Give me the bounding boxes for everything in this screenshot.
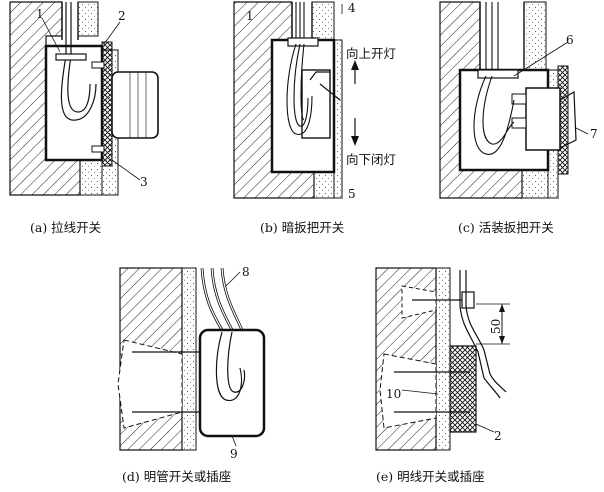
panel-d: 8 9 [117, 265, 266, 461]
panel-c: 6 7 [439, 1, 598, 199]
caption-e: (e) 明线开关或插座 [376, 469, 485, 484]
callout-d-9: 9 [230, 447, 238, 461]
callout-e-10: 10 [386, 387, 401, 401]
callout-d-8: 8 [242, 265, 250, 279]
caption-c: (c) 活装扳把开关 [458, 220, 554, 235]
caption-d: (d) 明管开关或插座 [122, 469, 232, 484]
surface-switch-body [525, 87, 561, 151]
callout-b-4: 4 [348, 1, 356, 15]
wire-loop-c [473, 75, 515, 155]
wire-loop-a [60, 55, 97, 121]
fixing-cone-e-top [401, 285, 437, 319]
label-up: 向上开灯 [346, 46, 396, 61]
callout-c-7: 7 [590, 127, 598, 141]
callout-a-2: 2 [118, 9, 126, 23]
clip-e [461, 291, 475, 309]
callout-b-5: 5 [348, 187, 356, 201]
surface-wire-e [459, 270, 507, 399]
label-down: 向下闭灯 [346, 152, 396, 167]
callout-e-2: 2 [494, 429, 502, 443]
callout-b-1: 1 [246, 9, 254, 23]
panel-a: 1 2 3 [9, 1, 159, 196]
panel-b: 向上开灯 向下闭灯 1 4 5 [233, 1, 396, 201]
wood-block-e [449, 345, 477, 433]
pull-switch-body [111, 71, 159, 139]
callout-a-1: 1 [36, 7, 44, 21]
dimension-50: 50 [489, 319, 503, 334]
surface-box-d [198, 328, 266, 438]
caption-b: (b) 暗扳把开关 [260, 220, 345, 235]
conduit-a [61, 2, 79, 40]
plaster-d [181, 267, 197, 451]
wire-loop-b [286, 43, 313, 135]
plaster-e [435, 267, 451, 451]
caption-a: (a) 拉线开关 [30, 220, 102, 235]
callout-c-6: 6 [566, 33, 574, 47]
panel-e: 50 10 2 [375, 267, 510, 451]
callout-a-3: 3 [140, 175, 148, 189]
toggle-mechanism [301, 69, 331, 139]
wire-loop-d [215, 331, 246, 402]
